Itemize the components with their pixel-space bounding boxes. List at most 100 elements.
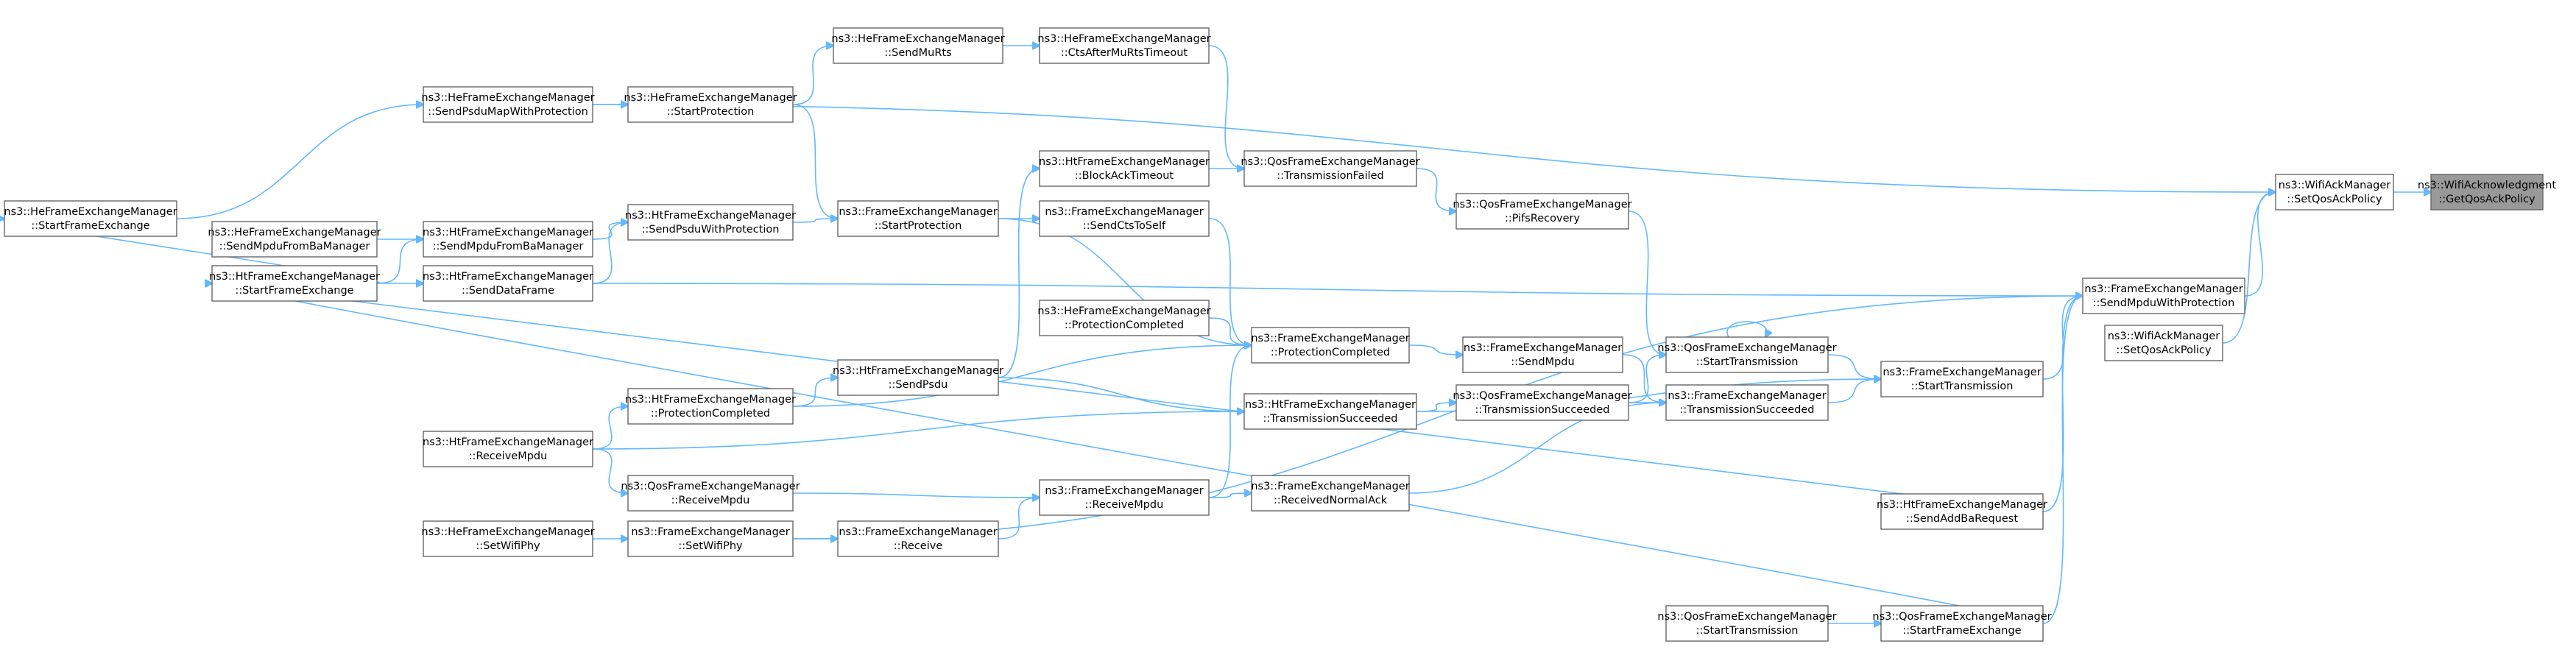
node-label-line2: ::SendMpdu <box>1511 356 1574 368</box>
node-fem_smwp[interactable]: ns3::FrameExchangeManager::SendMpduWithP… <box>2082 277 2245 314</box>
node-box <box>1039 200 1210 237</box>
node-fem_swp[interactable]: ns3::FrameExchangeManager::SetWifiPhy <box>627 520 794 557</box>
node-wam_set[interactable]: ns3::WifiAckManager::SetQosAckPolicy <box>2275 174 2394 211</box>
node-he_ctsto[interactable]: ns3::HeFrameExchangeManager::CtsAfterMuR… <box>1037 27 1211 64</box>
node-label-line2: ::SendPsdu <box>889 379 948 391</box>
node-fem_pc[interactable]: ns3::FrameExchangeManager::ProtectionCom… <box>1251 327 1410 364</box>
node-box <box>837 200 999 237</box>
node-label-line2: ::StartFrameExchange <box>31 220 149 232</box>
node-label-line1: ns3::FrameExchangeManager <box>1251 333 1409 344</box>
node-box <box>627 86 794 123</box>
node-label-line1: ns3::HtFrameExchangeManager <box>209 271 380 283</box>
node-qos_pifs[interactable]: ns3::QosFrameExchangeManager::PifsRecove… <box>1453 193 1632 230</box>
node-label-line1: ns3::HeFrameExchangeManager <box>1037 305 1210 317</box>
node-box <box>1665 336 1829 373</box>
edge-he_pc-to-fem_pc <box>1208 317 1252 345</box>
node-ht_sdf[interactable]: ns3::HtFrameExchangeManager::SendDataFra… <box>423 265 593 302</box>
edge-qos_pifs-to-qos_st <box>1628 211 1666 355</box>
node-label-line1: ns3::FrameExchangeManager <box>1882 367 2041 378</box>
node-label-line2: ::SendMuRts <box>884 47 951 59</box>
edge-ht_rmpdu-to-ht_ts <box>592 411 1244 450</box>
node-label-line2: ::ReceiveMpdu <box>469 450 548 462</box>
node-box <box>833 27 1003 64</box>
node-box <box>211 221 378 258</box>
edge-ht_spwp-to-fem_sp <box>792 219 838 223</box>
node-wam_set2[interactable]: ns3::WifiAckManager::SetQosAckPolicy <box>2104 325 2223 361</box>
node-ht_smfbm[interactable]: ns3::HtFrameExchangeManager::SendMpduFro… <box>423 221 593 258</box>
edge-ht_spsdu-to-ht_bat <box>998 169 1040 378</box>
node-ht_bat[interactable]: ns3::HtFrameExchangeManager::BlockAckTim… <box>1039 150 1210 187</box>
node-label-line1: ns3::HtFrameExchangeManager <box>1039 156 1210 168</box>
edge-wam_set2-to-wam_set <box>2222 192 2276 344</box>
node-box <box>2430 174 2544 211</box>
node-ht_ts[interactable]: ns3::HtFrameExchangeManager::Transmissio… <box>1243 393 1417 430</box>
node-label-line1: ns3::QosFrameExchangeManager <box>1657 611 1836 623</box>
node-root[interactable]: ns3::WifiAcknowledgment::GetQosAckPolicy <box>2418 174 2556 211</box>
node-label-line2: ::TransmissionSucceeded <box>1263 413 1398 425</box>
node-qos_tf[interactable]: ns3::QosFrameExchangeManager::Transmissi… <box>1241 150 1420 187</box>
node-box <box>1880 361 2044 397</box>
node-fem_sp[interactable]: ns3::FrameExchangeManager::StartProtecti… <box>837 200 999 237</box>
node-label-line2: ::SendMpduFromBaManager <box>219 241 370 252</box>
node-he_sfe[interactable]: ns3::HeFrameExchangeManager::StartFrameE… <box>4 200 177 237</box>
node-label-line2: ::StartTransmission <box>1696 356 1799 368</box>
node-ht_spsdu[interactable]: ns3::HtFrameExchangeManager::SendPsdu <box>833 359 1003 396</box>
node-label-line2: ::ReceiveMpdu <box>671 495 750 506</box>
node-label-line1: ns3::HtFrameExchangeManager <box>423 436 593 448</box>
node-he_smurts[interactable]: ns3::HeFrameExchangeManager::SendMuRts <box>831 27 1005 64</box>
node-fem_sendmpdu[interactable]: ns3::FrameExchangeManager::SendMpdu <box>1462 336 1623 373</box>
node-box <box>1455 193 1629 230</box>
node-he_spmwp[interactable]: ns3::HeFrameExchangeManager::SendPsduMap… <box>421 86 595 123</box>
node-he_smfbm[interactable]: ns3::HeFrameExchangeManager::SendMpduFro… <box>208 221 381 258</box>
node-box <box>4 200 177 237</box>
node-box <box>837 520 999 557</box>
node-label-line1: ns3::HeFrameExchangeManager <box>4 206 177 218</box>
node-qos_st2[interactable]: ns3::QosFrameExchangeManager::StartTrans… <box>1657 605 1837 642</box>
node-label-line2: ::GetQosAckPolicy <box>2438 194 2536 205</box>
node-ht_rmpdu[interactable]: ns3::HtFrameExchangeManager::ReceiveMpdu <box>423 431 593 467</box>
node-ht_saddba[interactable]: ns3::HtFrameExchangeManager::SendAddBaRe… <box>1877 493 2047 530</box>
edge-qos_st-to-fem_st <box>1827 354 1881 379</box>
node-qos_rmpdu[interactable]: ns3::QosFrameExchangeManager::ReceiveMpd… <box>621 475 800 512</box>
node-he_sp[interactable]: ns3::HeFrameExchangeManager::StartProtec… <box>624 86 797 123</box>
node-label-line1: ns3::FrameExchangeManager <box>1045 485 1203 497</box>
node-qos_sfe[interactable]: ns3::QosFrameExchangeManager::StartFrame… <box>1872 605 2052 642</box>
node-label-line2: ::SendCtsToSelf <box>1083 220 1166 232</box>
node-label-line1: ns3::HeFrameExchangeManager <box>421 92 594 104</box>
node-label-line1: ns3::WifiAckManager <box>2279 180 2391 191</box>
node-fem_rmpdu[interactable]: ns3::FrameExchangeManager::ReceiveMpdu <box>1039 479 1210 516</box>
node-box <box>1880 493 2044 530</box>
edge-fem_rmpdu-to-fem_pc <box>1208 345 1252 498</box>
node-label-line2: ::SetQosAckPolicy <box>2287 194 2382 205</box>
node-ht_spwp[interactable]: ns3::HtFrameExchangeManager::SendPsduWit… <box>625 204 796 241</box>
node-ht_pc[interactable]: ns3::HtFrameExchangeManager::ProtectionC… <box>625 388 796 425</box>
node-label-line1: ns3::FrameExchangeManager <box>1464 342 1622 354</box>
node-fem_ts[interactable]: ns3::FrameExchangeManager::TransmissionS… <box>1665 384 1829 421</box>
node-fem_recv[interactable]: ns3::FrameExchangeManager::Receive <box>837 520 999 557</box>
node-label-line2: ::StartTransmission <box>1696 625 1799 637</box>
node-he_pc[interactable]: ns3::HeFrameExchangeManager::ProtectionC… <box>1037 300 1211 336</box>
node-label-line2: ::CtsAfterMuRtsTimeout <box>1061 47 1188 59</box>
node-box <box>423 86 593 123</box>
node-qos_st[interactable]: ns3::QosFrameExchangeManager::StartTrans… <box>1657 336 1837 373</box>
node-label-line2: ::PifsRecovery <box>1505 213 1581 224</box>
node-box <box>627 520 794 557</box>
node-box <box>2275 174 2394 211</box>
node-fem_st[interactable]: ns3::FrameExchangeManager::StartTransmis… <box>1880 361 2044 397</box>
node-qos_ts[interactable]: ns3::QosFrameExchangeManager::Transmissi… <box>1453 384 1632 421</box>
node-box <box>1462 336 1623 373</box>
edge-ht_sdf-to-ht_spwp <box>592 222 628 284</box>
edge-he_sp-to-he_smurts <box>792 46 833 105</box>
node-label-line2: ::StartFrameExchange <box>235 285 353 297</box>
edge-he_spmwp-to-wam_set <box>592 104 2276 192</box>
edge-he_ctsto-to-qos_tf <box>1208 45 1244 169</box>
node-ht_sfe[interactable]: ns3::HtFrameExchangeManager::StartFrameE… <box>209 265 380 302</box>
edge-fem_pc-to-fem_sendmpdu <box>1408 344 1463 355</box>
node-fem_scts[interactable]: ns3::FrameExchangeManager::SendCtsToSelf <box>1039 200 1210 237</box>
node-label-line1: ns3::HtFrameExchangeManager <box>625 394 796 406</box>
edge-fem_ts-to-fem_st <box>1827 379 1881 403</box>
node-he_swp[interactable]: ns3::HeFrameExchangeManager::SetWifiPhy <box>421 520 595 557</box>
edge-he_sp-to-fem_sp <box>792 104 838 219</box>
node-label-line1: ns3::WifiAcknowledgment <box>2418 180 2556 191</box>
node-fem_rna[interactable]: ns3::FrameExchangeManager::ReceivedNorma… <box>1251 475 1410 512</box>
